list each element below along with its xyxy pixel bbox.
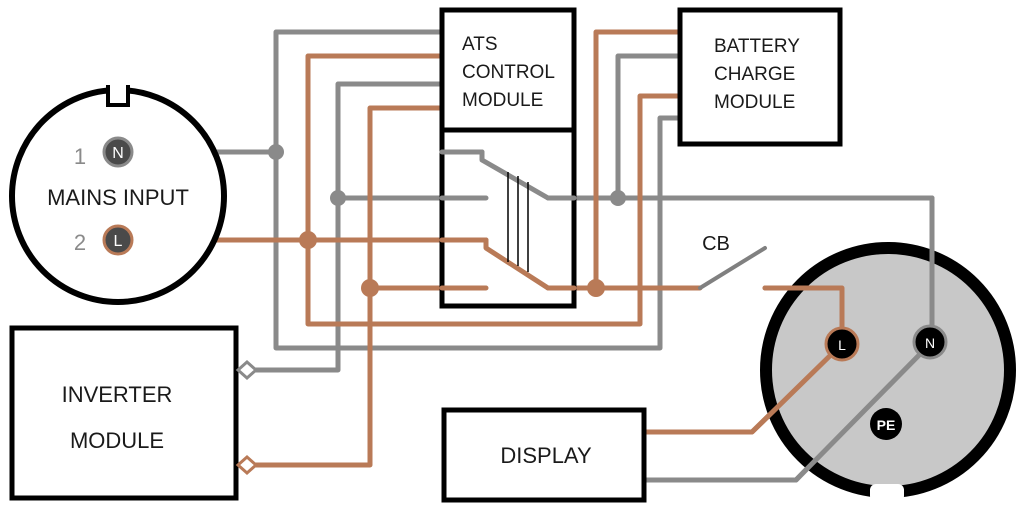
inverter-terminal-neutral — [235, 359, 259, 381]
battery-charge-module-box — [677, 7, 843, 147]
ats-label-line2: CONTROL — [462, 62, 555, 83]
wire-neutral-ats-to-inverter — [244, 81, 445, 373]
output-socket-body — [760, 242, 1016, 498]
display-module: DISPLAY — [441, 407, 647, 503]
display-label: DISPLAY — [500, 443, 592, 468]
wire-live-loop-to-battery — [305, 93, 683, 327]
wire-live-battery-tap — [593, 29, 683, 291]
mains-pin-number-2: 2 — [74, 230, 86, 255]
ats-n-switch-blade — [479, 149, 551, 201]
junction-live-battery — [587, 279, 605, 297]
mains-pin-live-label: L — [114, 233, 123, 250]
socket-pin-neutral — [912, 324, 948, 360]
output-socket-key — [870, 484, 904, 502]
inverter-module: INVERTER MODULE — [9, 325, 259, 501]
ats-label-line1: ATS — [462, 34, 498, 55]
ats-relay-switch — [439, 127, 577, 309]
wire-neutral-mains-to-battery — [273, 115, 683, 351]
battery-charge-module: BATTERY CHARGE MODULE — [677, 7, 843, 147]
battery-label-line1: BATTERY — [714, 36, 800, 57]
ats-label-line3: MODULE — [462, 90, 543, 111]
mains-pin-neutral-label: N — [112, 145, 124, 162]
junction-live-mains — [299, 231, 317, 249]
socket-pin-earth — [870, 408, 902, 440]
output-socket: L N PE — [642, 195, 1016, 502]
mains-pin-neutral — [102, 136, 134, 168]
mains-pin-number-1: 1 — [74, 144, 86, 169]
junction-neutral-mains — [268, 144, 284, 160]
inverter-label-line1: INVERTER — [62, 382, 173, 407]
battery-label-line3: MODULE — [714, 92, 795, 113]
inverter-terminal-live — [235, 454, 259, 476]
display-module-box — [441, 407, 647, 503]
wire-live-mains-tap — [305, 53, 445, 243]
battery-label-line2: CHARGE — [714, 64, 795, 85]
inverter-module-box — [9, 325, 239, 501]
circuit-breaker-label: CB — [702, 233, 730, 255]
junction-neutral-battery — [610, 190, 626, 206]
circuit-breaker-blade — [698, 246, 767, 290]
circuit-breaker: CB — [698, 233, 767, 290]
inverter-label-line2: MODULE — [70, 428, 164, 453]
wire-neutral-socket-face — [642, 195, 935, 483]
ats-control-module: ATS CONTROL MODULE — [439, 7, 577, 133]
mains-pin-live — [102, 224, 134, 256]
socket-pin-earth-label: PE — [877, 417, 896, 433]
mains-input-connector: N L 1 2 MAINS INPUT — [9, 84, 227, 305]
socket-pin-live — [824, 326, 860, 362]
junctions — [268, 144, 626, 297]
ats-l-switch-blade — [483, 237, 551, 291]
socket-pin-neutral-label: N — [925, 335, 935, 351]
junction-live-inverter — [361, 279, 379, 297]
ats-control-module-box — [439, 7, 577, 133]
wire-neutral-battery-tap — [615, 53, 683, 201]
junction-neutral-inverter — [330, 190, 346, 206]
mains-input-title: MAINS INPUT — [47, 185, 189, 210]
socket-pin-live-label: L — [838, 337, 846, 353]
